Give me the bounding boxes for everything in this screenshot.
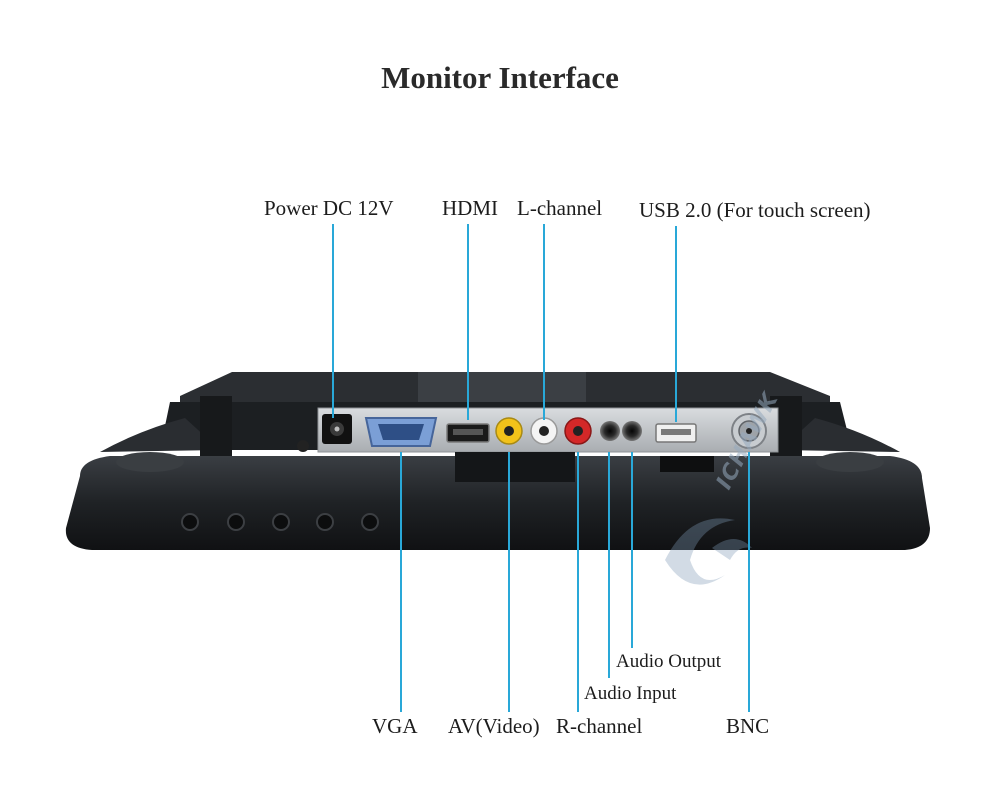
label-audio-input: Audio Input: [584, 683, 677, 704]
page-title: Monitor Interface: [381, 60, 619, 95]
label-bnc: BNC: [726, 714, 770, 738]
brand-logo-watermark: [665, 518, 752, 585]
label-hdmi: HDMI: [442, 196, 498, 220]
label-usb: USB 2.0 (For touch screen): [639, 198, 871, 222]
menu-button: [272, 513, 290, 531]
lower-port-recess: [455, 452, 575, 482]
menu-button: [181, 513, 199, 531]
audio-input-jack: [600, 421, 620, 441]
menu-button: [227, 513, 245, 531]
label-audio-output: Audio Output: [616, 651, 722, 672]
leader-lines: [332, 224, 750, 712]
label-l-channel: L-channel: [517, 196, 603, 220]
audio-output-jack: [622, 421, 642, 441]
left-foot: [116, 452, 184, 472]
menu-button: [361, 513, 379, 531]
label-av-video: AV(Video): [448, 714, 540, 738]
screw-icon: [297, 440, 309, 452]
menu-buttons: [181, 513, 379, 531]
label-power: Power DC 12V: [264, 196, 394, 220]
vesa-plate: [418, 372, 586, 402]
label-vga: VGA: [372, 714, 418, 738]
right-foot: [816, 452, 884, 472]
menu-button: [316, 513, 334, 531]
label-r-channel: R-channel: [556, 714, 643, 738]
